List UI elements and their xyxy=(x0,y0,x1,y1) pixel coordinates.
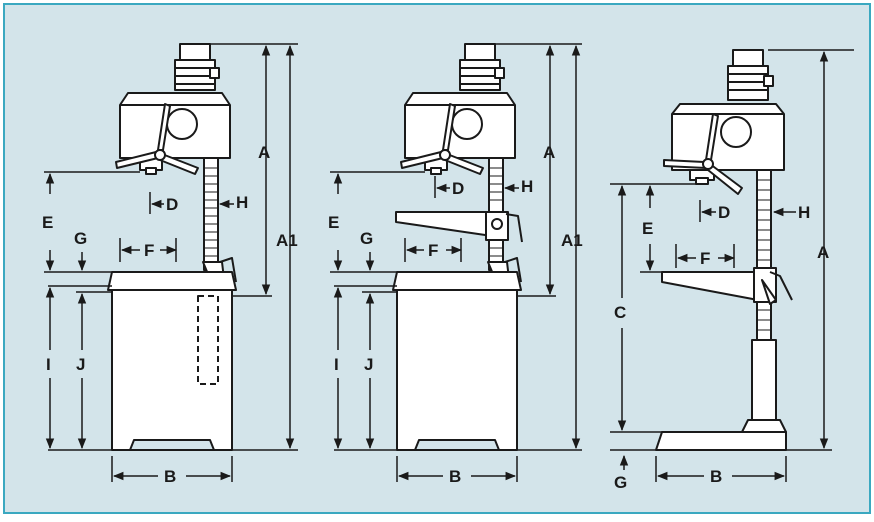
fig1-label-J: J xyxy=(76,355,85,374)
fig2-label-A: A xyxy=(543,143,555,162)
motor-terminal-box xyxy=(209,67,220,79)
figure-bench-drill-table xyxy=(392,43,523,451)
fig3-label-A: A xyxy=(817,243,829,262)
fig2-label-A1: A1 xyxy=(561,231,583,250)
fig3-label-F: F xyxy=(700,249,710,268)
fig1-label-G: G xyxy=(74,229,87,248)
figure-floor-pillar-drill xyxy=(655,49,793,451)
fig3-label-D: D xyxy=(718,203,730,222)
fig1-label-D: D xyxy=(166,195,178,214)
fig1-label-A1: A1 xyxy=(276,231,298,250)
fig2-label-I: I xyxy=(334,355,339,374)
fig1-label-H: H xyxy=(236,193,248,212)
cabinet-body xyxy=(111,289,233,451)
fig2-label-E: E xyxy=(328,213,339,232)
fig2-label-H: H xyxy=(521,177,533,196)
fig2-label-J: J xyxy=(364,355,373,374)
fig3-label-E: E xyxy=(642,219,653,238)
column xyxy=(203,157,219,271)
fig1-label-A: A xyxy=(258,143,270,162)
fig1-label-B: B xyxy=(164,467,176,486)
fig1-label-E: E xyxy=(42,213,53,232)
figure1-dimensions xyxy=(44,43,298,482)
fig3-label-B: B xyxy=(710,467,722,486)
figure3-labels: A C D H E F G B xyxy=(614,203,829,492)
fig1-label-F: F xyxy=(144,241,154,260)
pillar-column xyxy=(756,169,772,341)
figure-bench-drill-cabinet xyxy=(107,43,237,451)
figure1-labels: A A1 D H E F G I J B xyxy=(42,143,298,486)
figure2-labels: A A1 D H E F G I J B xyxy=(328,143,583,486)
fig3-label-G: G xyxy=(614,473,627,492)
fig3-label-C: C xyxy=(614,303,626,322)
fig2-label-B: B xyxy=(449,467,461,486)
figure3-dimensions xyxy=(610,49,854,482)
fig2-label-G: G xyxy=(360,229,373,248)
figure2-dimensions xyxy=(330,43,582,482)
pillar-base xyxy=(655,431,787,451)
cabinet-top xyxy=(107,271,237,291)
column-base-hidden xyxy=(197,295,219,385)
fig2-label-F: F xyxy=(428,241,438,260)
pillar-lower-column xyxy=(751,339,777,421)
head-gauge xyxy=(166,108,198,140)
fig1-label-I: I xyxy=(46,355,51,374)
fig2-label-D: D xyxy=(452,179,464,198)
fig3-label-H: H xyxy=(798,203,810,222)
